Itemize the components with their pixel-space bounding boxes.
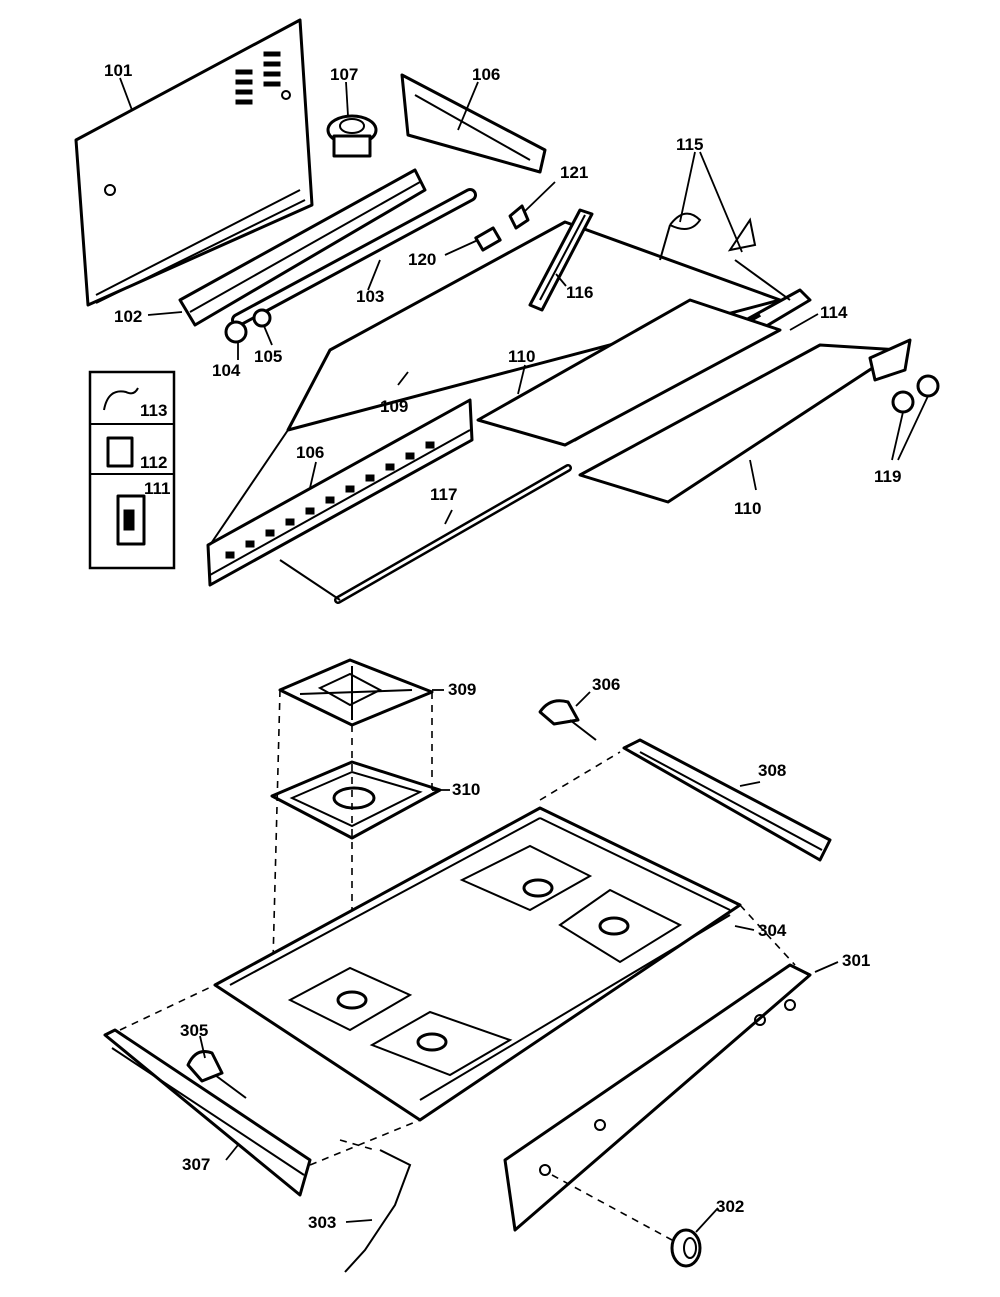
label-304: 304 [758,921,787,940]
part-103-burner-tube [231,188,477,327]
label-103: 103 [356,287,384,306]
label-106-top: 106 [472,65,500,84]
label-120: 120 [408,250,436,269]
part-104-knob [224,320,248,344]
label-302: 302 [716,1197,744,1216]
label-309: 309 [448,680,476,699]
label-310: 310 [452,780,480,799]
part-305-latch [186,1050,247,1099]
part-106-front-panel [206,398,474,587]
part-307-front-trim [103,1028,312,1197]
label-106-bottom: 106 [296,443,324,462]
label-301: 301 [842,951,870,970]
label-307: 307 [182,1155,210,1174]
label-101: 101 [104,61,132,80]
part-308-rear-trim [622,738,832,862]
part-101-back-panel [74,18,314,307]
part-120-fitting [474,226,502,252]
part-309-grate [278,658,434,727]
part-116-strip [528,208,594,312]
part-105-orifice [252,308,272,328]
label-119: 119 [874,467,901,486]
part-301-side-panel [503,963,812,1232]
label-104: 104 [212,361,241,380]
label-105: 105 [254,347,282,366]
label-116: 116 [566,283,593,302]
leader-lines [119,77,929,1233]
part-310-burner-pan [270,760,442,840]
label-114: 114 [820,303,848,322]
part-102-rail [178,168,427,327]
part-117-rod [334,464,572,604]
label-112: 112 [140,453,167,472]
label-113: 113 [140,401,167,420]
label-306: 306 [592,675,620,694]
label-109: 109 [380,397,408,416]
label-305: 305 [180,1021,208,1040]
label-115: 115 [676,135,703,154]
part-304-cooktop [213,806,742,1122]
part-108-bracket [400,73,547,174]
label-111: 111 [144,479,171,498]
label-107: 107 [330,65,358,84]
label-117: 117 [430,485,457,504]
part-107-motor [326,114,378,158]
label-121: 121 [560,163,588,182]
part-110-shelf-b [578,338,912,504]
label-110-b: 110 [734,499,761,518]
callout-labels: 101 102 103 104 105 106 107 121 120 116 … [104,61,901,1232]
label-102: 102 [114,307,142,326]
label-308: 308 [758,761,786,780]
part-302-knob [670,1228,702,1268]
part-119-knobs [891,374,940,414]
inset-parts-box [88,370,176,570]
part-115-clips [669,212,791,301]
part-121-clip [508,204,530,230]
label-110-a: 110 [508,347,535,366]
part-303-wire [344,1149,412,1273]
part-110-shelf-a [476,298,782,447]
part-306-igniter [538,699,597,741]
label-303: 303 [308,1213,336,1232]
